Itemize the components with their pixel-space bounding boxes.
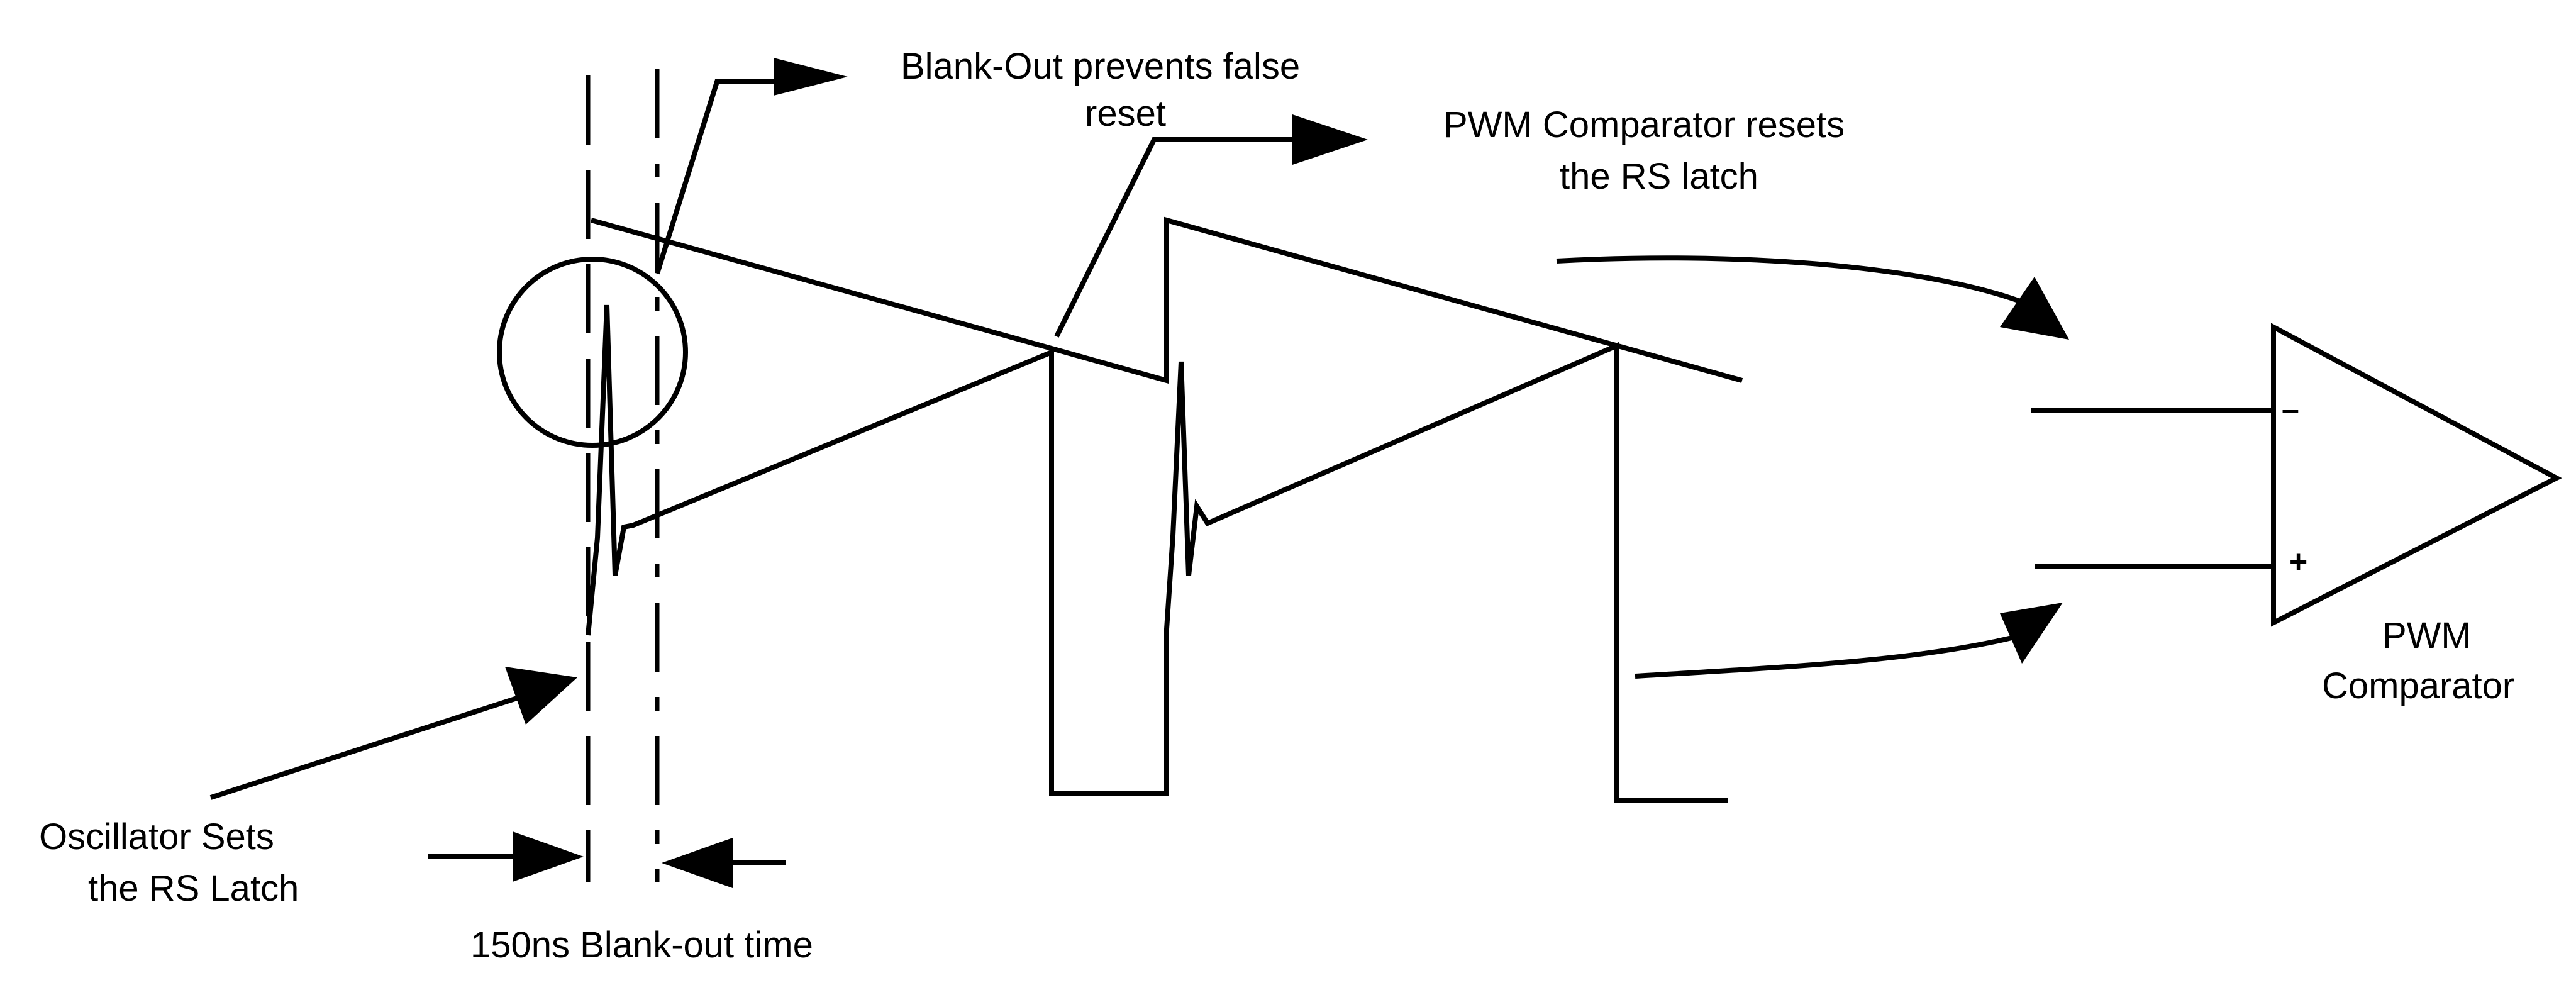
lower-curved-arrow-head [2000, 603, 2063, 664]
blank-time-right-arrow-head [662, 838, 733, 888]
comparator-label-line1: PWM [2382, 615, 2472, 656]
blank-out-arrow-head [774, 58, 848, 96]
non-inverting-input-sign: + [2289, 544, 2307, 579]
oscillator-set-arrow-head [505, 667, 577, 725]
pwm-resets-label-line2: the RS latch [1560, 156, 1758, 197]
inverting-input-sign: – [2282, 392, 2299, 427]
blank-out-label-line1: Blank-Out prevents false [901, 46, 1300, 87]
comparator-label-line2: Comparator [2322, 665, 2514, 706]
pwm-reset-arrow-head [1292, 114, 1368, 165]
pwm-reset-leader-line [1054, 137, 1292, 338]
upper-curved-arrow-shaft [1556, 255, 2023, 304]
pwm-comparator-symbol [2271, 323, 2562, 627]
oscillator-label-line1: Oscillator Sets [39, 816, 274, 857]
ramp-waveform [590, 216, 1743, 384]
leading-edge-spike-circle [497, 257, 688, 448]
blank-out-leader-line [655, 79, 774, 275]
upper-curved-arrow-head [2000, 277, 2069, 340]
blank-time-label: 150ns Blank-out time [470, 925, 813, 965]
blank-out-label-line2: reset [1085, 93, 1166, 134]
blank-time-left-arrow-head [513, 831, 584, 882]
pwm-resets-label-line1: PWM Comparator resets [1443, 104, 1845, 145]
lower-curved-arrow-shaft [1635, 633, 2023, 679]
oscillator-set-arrow-shaft [209, 696, 518, 800]
oscillator-label-line2: the RS Latch [88, 868, 299, 909]
current-sense-waveform [586, 304, 1728, 803]
